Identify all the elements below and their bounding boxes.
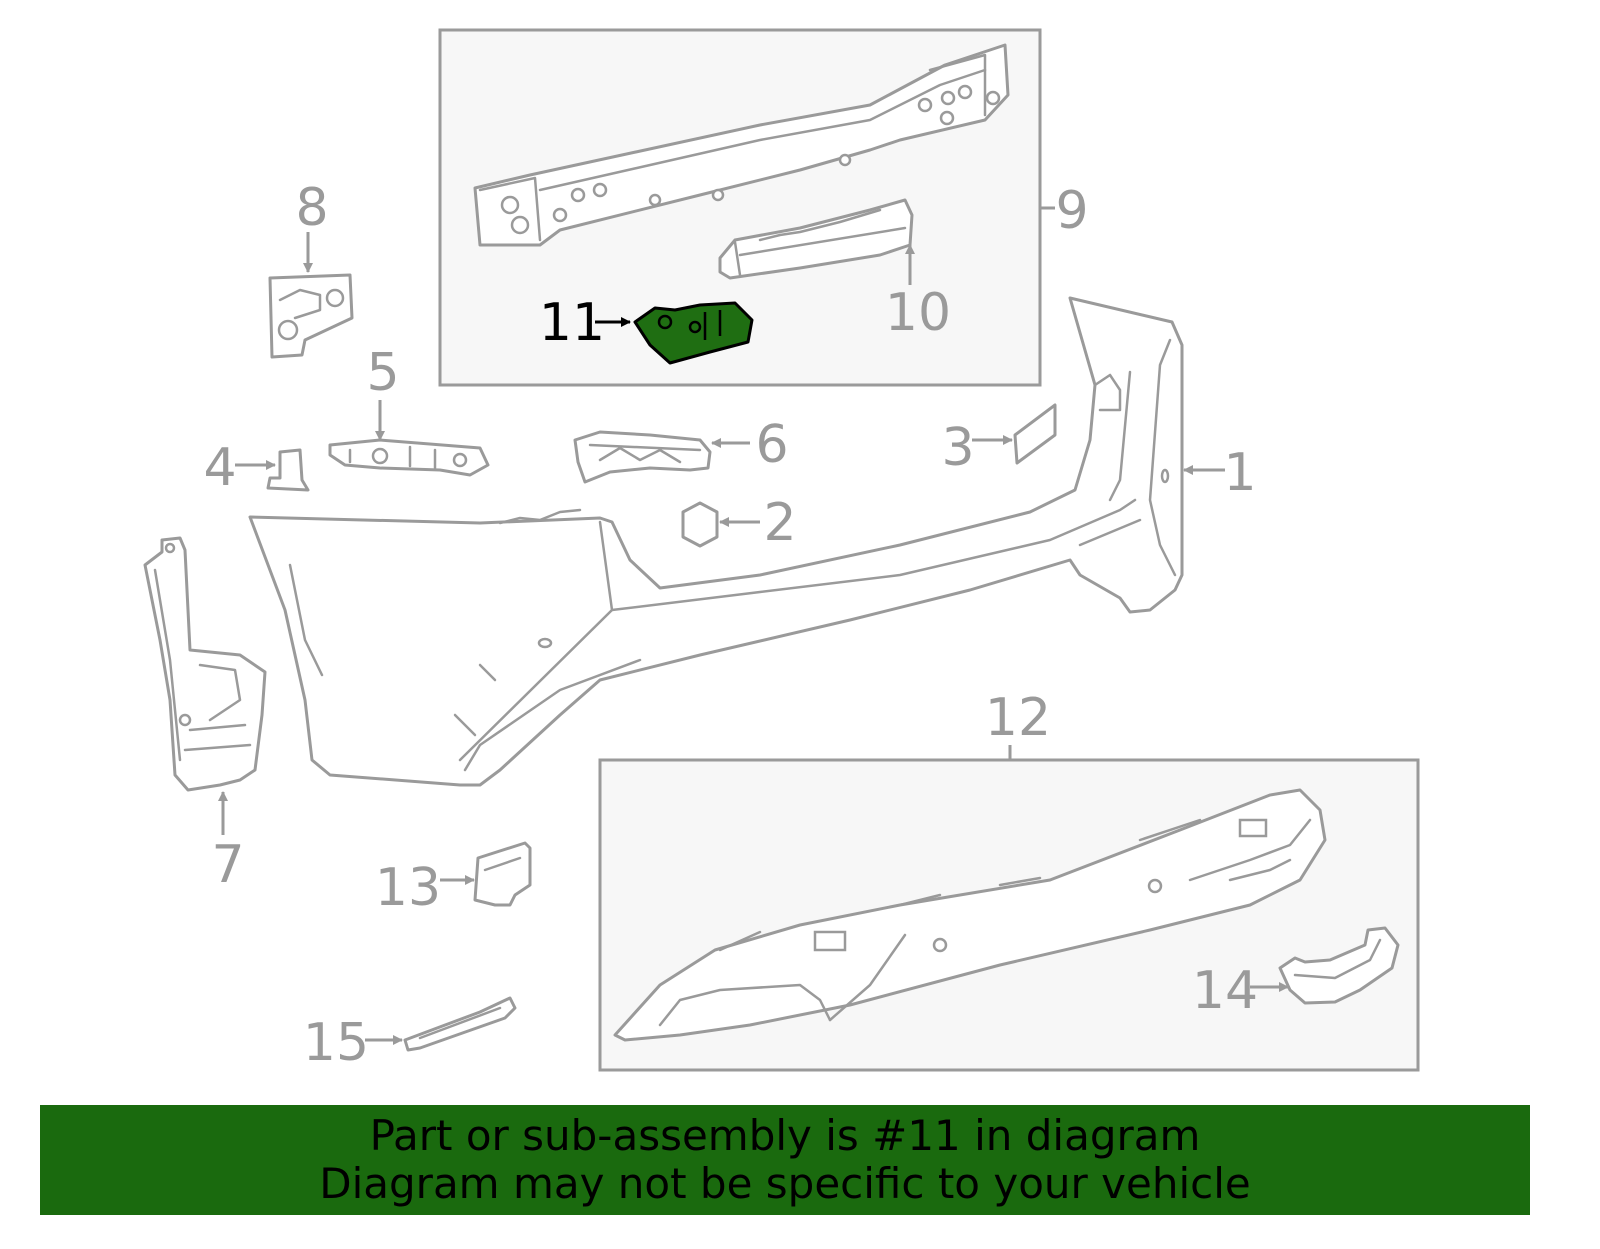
callout-7: 7 — [211, 835, 244, 895]
callout-2: 2 — [763, 493, 796, 553]
banner-line-disclaimer: Diagram may not be specific to your vehi… — [319, 1159, 1251, 1208]
callout-6: 6 — [755, 415, 788, 475]
part-lower-valance[interactable] — [613, 788, 1327, 1042]
banner-line-part-number: Part or sub-assembly is #11 in diagram — [369, 1111, 1201, 1160]
part-side-bracket-7[interactable] — [143, 536, 267, 792]
part-reinforcement-beam[interactable] — [473, 43, 1010, 247]
callout-5: 5 — [366, 343, 399, 403]
callout-13: 13 — [375, 858, 441, 918]
callout-9: 9 — [1055, 181, 1088, 241]
part-retainer-5[interactable] — [328, 438, 490, 477]
part-trim-14[interactable] — [1278, 926, 1400, 1005]
part-side-bracket-8[interactable] — [268, 273, 354, 359]
info-banner: Part or sub-assembly is #11 in diagram D… — [40, 1105, 1530, 1215]
part-clip-4[interactable] — [266, 448, 310, 492]
callout-4: 4 — [203, 438, 236, 498]
part-energy-absorber[interactable] — [718, 198, 914, 280]
callout-11: 11 — [539, 293, 605, 353]
part-pad-3[interactable] — [1013, 403, 1057, 465]
part-bracket-6[interactable] — [573, 430, 712, 484]
callout-3: 3 — [941, 418, 974, 478]
part-11-bracket-highlighted[interactable] — [633, 301, 754, 365]
callout-1: 1 — [1223, 443, 1256, 503]
callout-10: 10 — [885, 283, 951, 343]
callout-14: 14 — [1192, 961, 1258, 1021]
part-bumper-cover[interactable] — [248, 296, 1184, 787]
part-strip-15[interactable] — [403, 996, 517, 1052]
callout-8: 8 — [295, 178, 328, 238]
part-cover-13[interactable] — [473, 841, 532, 907]
callout-12: 12 — [985, 688, 1051, 748]
callout-15: 15 — [303, 1013, 369, 1073]
part-nut-2[interactable] — [681, 501, 719, 548]
